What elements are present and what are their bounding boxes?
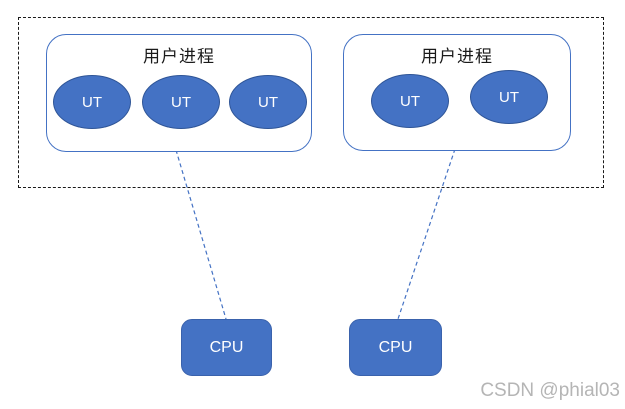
user-thread-ellipse: UT bbox=[142, 75, 220, 129]
user-thread-ellipse: UT bbox=[371, 74, 449, 128]
user-thread-ellipse: UT bbox=[229, 75, 307, 129]
process-title: 用户进程 bbox=[421, 47, 493, 66]
user-thread-ellipse: UT bbox=[470, 70, 548, 124]
user-thread-label: UT bbox=[171, 93, 191, 111]
cpu-box-2: CPU bbox=[349, 319, 442, 376]
user-space-group-outline bbox=[18, 17, 604, 188]
cpu-label: CPU bbox=[209, 338, 244, 356]
process-box-1: 用户进程 UT UT UT bbox=[46, 34, 312, 152]
process-title: 用户进程 bbox=[143, 47, 215, 66]
watermark: CSDN @phial03 bbox=[480, 380, 620, 401]
user-thread-label: UT bbox=[400, 92, 420, 110]
cpu-box-1: CPU bbox=[181, 319, 272, 376]
cpu-label: CPU bbox=[378, 338, 413, 356]
user-thread-label: UT bbox=[258, 93, 278, 111]
user-thread-label: UT bbox=[499, 88, 519, 106]
user-thread-label: UT bbox=[82, 93, 102, 111]
user-thread-ellipse: UT bbox=[53, 75, 131, 129]
process-box-2: 用户进程 UT UT bbox=[343, 34, 571, 151]
